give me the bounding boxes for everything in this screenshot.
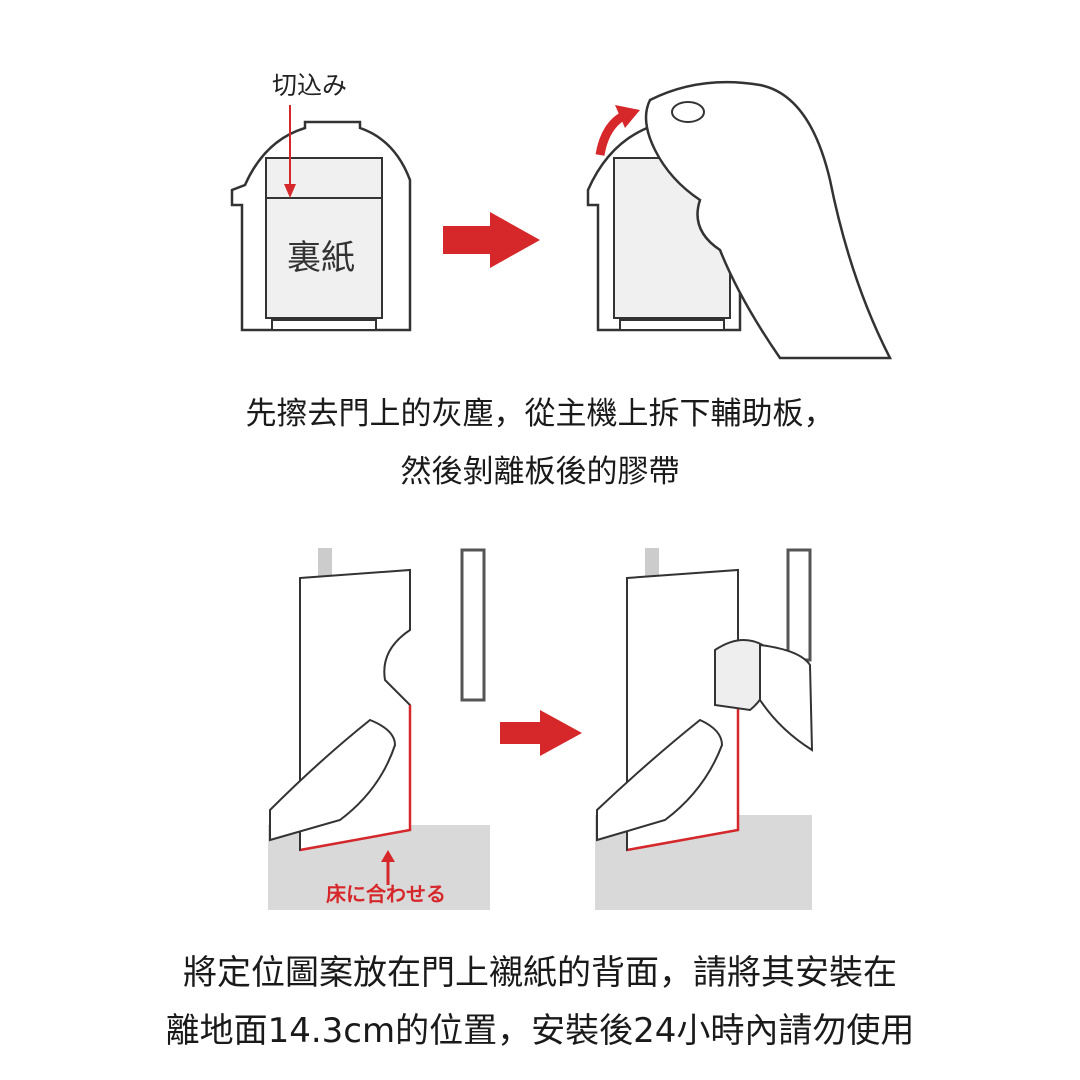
step1-caption-line1: 先擦去門上的灰塵，從主機上拆下輔助板，	[245, 396, 835, 432]
arrow-right-icon	[443, 212, 540, 268]
device-with-backing-illustration	[230, 105, 412, 332]
step2-caption-line2: 離地面14.3cm的位置，安裝後24小時內請勿使用	[165, 1011, 915, 1051]
notch-label: 切込み	[272, 71, 348, 100]
align-floor-label: 床に合わせる	[326, 882, 446, 906]
step1-caption-line2: 然後剝離板後的膠帶	[400, 454, 680, 490]
backing-paper-label: 裏紙	[287, 238, 355, 278]
peeling-backing-illustration	[586, 80, 893, 360]
step2-caption-line1: 將定位圖案放在門上襯紙的背面，請將其安裝在	[183, 953, 897, 993]
arrow-right-icon	[500, 710, 582, 756]
template-on-door-illustration	[268, 548, 490, 910]
mounting-device-illustration	[595, 548, 814, 910]
